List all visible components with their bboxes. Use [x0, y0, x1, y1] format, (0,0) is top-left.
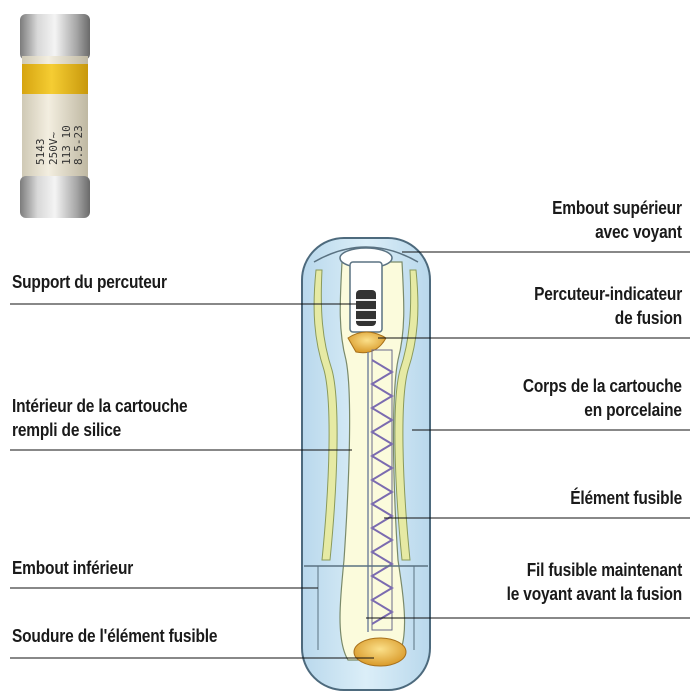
label-embout-inferieur: Embout inférieur [12, 556, 133, 580]
fuse-cutaway [302, 238, 430, 690]
marking-1: 5143 [34, 139, 47, 166]
fuse-photo: 5143 250V~ 113 10 8.5-23 [20, 14, 90, 218]
lower-solder [354, 638, 406, 666]
label-support-percuteur: Support du percuteur [12, 270, 167, 294]
marking-4: 8.5-23 [72, 125, 85, 165]
label-soudure: Soudure de l'élément fusible [12, 624, 217, 648]
yellow-band [22, 64, 88, 94]
marking-2: 250V~ [47, 132, 60, 165]
bottom-cap [20, 176, 90, 218]
label-element-fusible: Élément fusible [570, 486, 682, 510]
top-cap [20, 14, 90, 60]
